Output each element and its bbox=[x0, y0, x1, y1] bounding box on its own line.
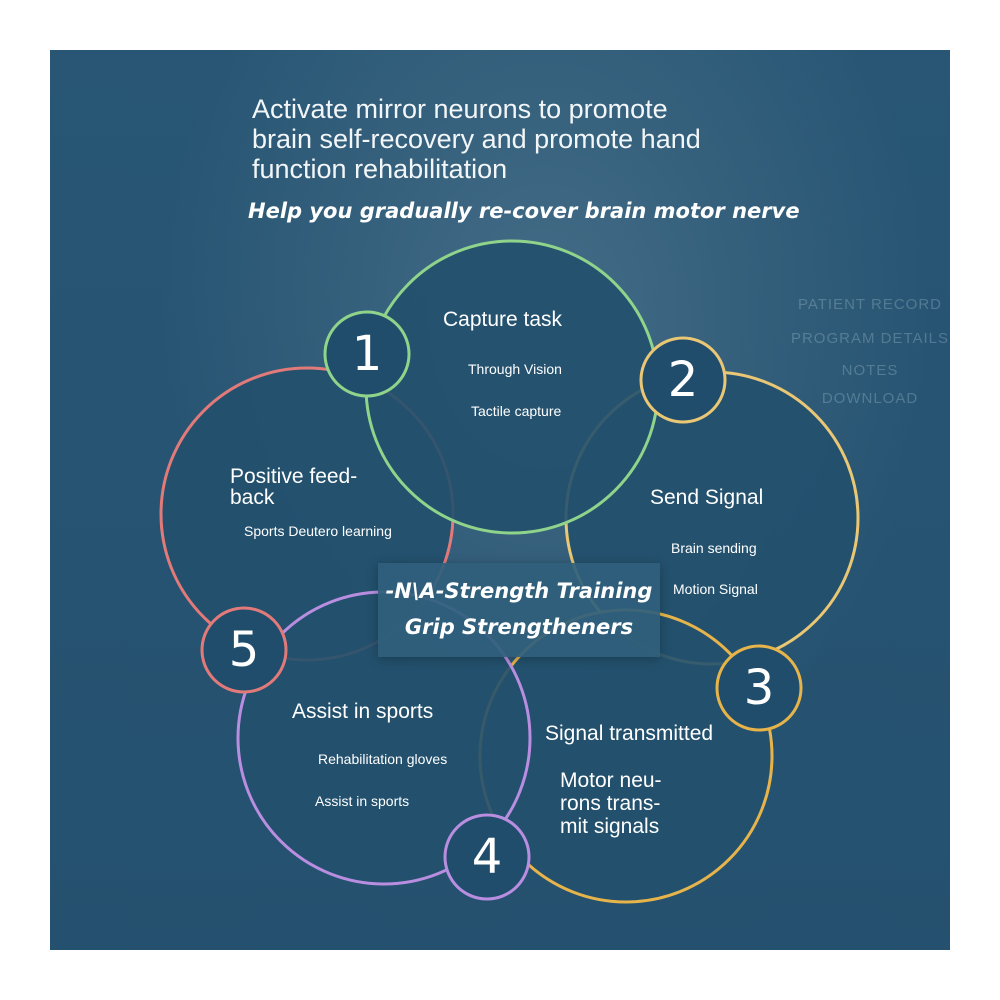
headline: Activate mirror neurons to promote brain… bbox=[252, 94, 701, 184]
background-menu-item: DOWNLOAD bbox=[821, 390, 919, 407]
step-2-title: Send Signal bbox=[650, 486, 764, 509]
headline-line-2: brain self-recovery and promote hand bbox=[252, 124, 701, 154]
headline-line-1: Activate mirror neurons to promote bbox=[252, 94, 668, 124]
step-2-badge bbox=[639, 336, 727, 424]
step-2-line-2: Motion Signal bbox=[673, 581, 758, 597]
step-1-badge bbox=[323, 310, 411, 398]
step-1-number: 1 bbox=[351, 326, 383, 382]
step-3-line-3: mit signals bbox=[560, 815, 660, 838]
step-3-number: 3 bbox=[743, 660, 775, 716]
step-1-line-2: Tactile capture bbox=[471, 403, 562, 419]
step-1-line-1: Through Vision bbox=[468, 361, 562, 377]
step-4-line-1: Rehabilitation gloves bbox=[318, 751, 448, 767]
headline-line-3: function rehabilitation bbox=[252, 154, 508, 184]
background-menu-item: PROGRAM DETAILS bbox=[790, 330, 950, 347]
background-menu-item: PATIENT RECORD bbox=[797, 296, 942, 313]
center-line-2: Grip Strengtheners bbox=[404, 615, 634, 639]
center-product-box: -N\A-Strength Training Grip Strengthener… bbox=[378, 563, 660, 657]
step-1-circle bbox=[364, 239, 660, 535]
step-4-number: 4 bbox=[471, 829, 503, 885]
background-menu-item: NOTES bbox=[841, 362, 899, 379]
step-3-title: Signal transmitted bbox=[545, 722, 714, 745]
step-2-number: 2 bbox=[667, 352, 699, 408]
step-5-line-1: Sports Deutero learning bbox=[244, 523, 392, 539]
step-4-badge bbox=[443, 813, 531, 901]
step-5-number: 5 bbox=[228, 622, 260, 678]
center-line-1: -N\A-Strength Training bbox=[385, 579, 653, 603]
step-3-line-2: rons trans- bbox=[560, 792, 661, 815]
step-4-title: Assist in sports bbox=[292, 700, 434, 723]
step-2-line-1: Brain sending bbox=[671, 540, 757, 556]
step-3-line-1: Motor neu- bbox=[560, 769, 662, 792]
step-5-title-line-2: back bbox=[230, 486, 275, 509]
step-5-badge bbox=[200, 606, 288, 694]
step-4-line-2: Assist in sports bbox=[315, 793, 410, 809]
step-5-title-line-1: Positive feed- bbox=[230, 465, 358, 488]
subheadline: Help you gradually re-cover brain motor … bbox=[248, 199, 800, 223]
step-3-badge bbox=[715, 644, 803, 732]
step-1-title: Capture task bbox=[443, 308, 563, 331]
